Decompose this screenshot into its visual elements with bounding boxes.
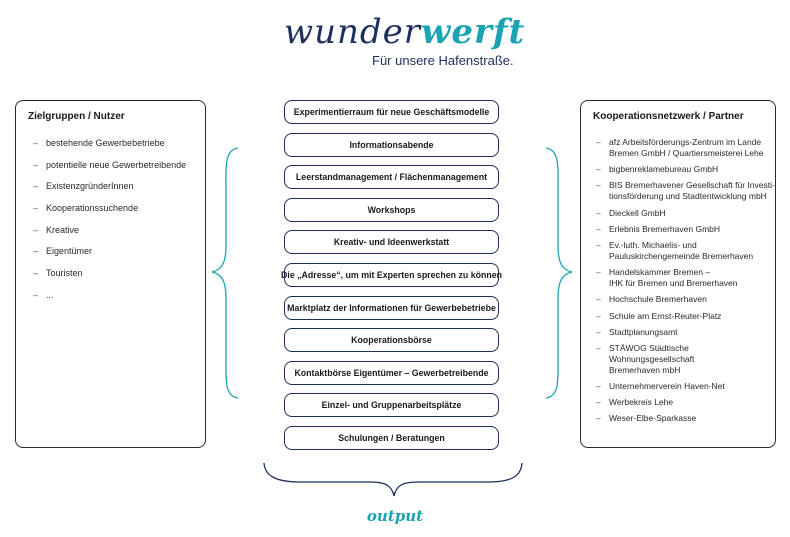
logo-wordmark: wunderwerft: [284, 10, 525, 54]
offering-item: Einzel- und Gruppenarbeitsplätze: [284, 393, 499, 418]
list-item: –Erlebnis Bremerhaven GmbH: [596, 223, 721, 234]
target-groups-title: Zielgruppen / Nutzer: [28, 111, 125, 122]
list-item: –Werbekreis Lehe: [596, 397, 674, 408]
offering-item: Informationsabende: [284, 132, 499, 157]
list-item: –Eigentümer: [33, 246, 93, 257]
list-item: –afz Arbeitsförderungs-Zentrum im Lande …: [596, 137, 764, 158]
list-item: –bestehende Gewerbebetriebe: [33, 138, 165, 148]
list-item: –Weser-Elbe-Sparkasse: [596, 413, 697, 424]
offering-item: Kreativ- und Ideenwerkstatt: [284, 230, 499, 255]
target-groups-box: Zielgruppen / Nutzer –bestehende Gewerbe…: [15, 100, 206, 448]
list-item: –potentielle neue Gewerbetreibende: [33, 159, 187, 170]
list-item: –Dieckell GmbH: [596, 207, 666, 218]
partner-network-title: Kooperationsnetzwerk / Partner: [593, 111, 744, 122]
partner-network-list: –afz Arbeitsförderungs-Zentrum im Lande …: [596, 137, 775, 430]
target-groups-list: –bestehende Gewerbebetriebe –potentielle…: [33, 138, 186, 312]
right-curly-bracket: [545, 147, 573, 399]
bottom-curly-bracket: [263, 462, 523, 497]
list-item: –ExistenzgründerInnen: [33, 181, 134, 192]
logo-tagline: Für unsere Hafenstraße.: [372, 53, 514, 68]
list-item: –BIS Bremerhavener Gesellschaft für Inve…: [596, 180, 775, 202]
offering-item: Die „Adresse“, um mit Experten sprechen …: [281, 263, 502, 287]
logo-word-werft: werft: [421, 12, 526, 52]
list-item: –Handelskammer Bremen – IHK für Bremen u…: [596, 267, 738, 289]
list-item: –Kooperationssuchende: [33, 203, 139, 214]
list-item: –...: [33, 289, 54, 300]
list-item: –bigbenreklamebureau GmbH: [596, 164, 719, 175]
list-item: –Unternehmerverein Haven-Net: [596, 381, 725, 392]
offering-item: Marktplatz der Informationen für Gewerbe…: [284, 295, 499, 320]
left-curly-bracket: [211, 147, 239, 399]
list-item: –Hochschule Bremerhaven: [596, 294, 707, 305]
list-item: –Ev.-luth. Michaelis- und Pauluskircheng…: [596, 239, 754, 261]
list-item: –Touristen: [33, 268, 83, 279]
partner-network-box: Kooperationsnetzwerk / Partner –afz Arbe…: [580, 100, 776, 448]
offering-item: Leerstandmanagement / Flächenmanagement: [284, 165, 499, 190]
list-item: –STÄWOG Städtische Wohnungsgesellschaft …: [596, 342, 695, 375]
offering-item: Kooperationsbörse: [284, 328, 499, 353]
output-label: output: [366, 507, 424, 525]
offering-item: Schulungen / Beratungen: [284, 426, 499, 450]
offering-item: Experimentierraum für neue Geschäftsmode…: [284, 100, 499, 124]
list-item: –Schule am Ernst-Reuter-Platz: [596, 310, 722, 321]
offering-item: Workshops: [284, 197, 499, 222]
logo-word-wunder: wunder: [284, 12, 422, 52]
list-item: –Kreative: [33, 224, 80, 235]
list-item: –Stadtplanungsamt: [596, 326, 678, 337]
offering-item: Kontaktbörse Eigentümer – Gewerbetreiben…: [284, 360, 499, 385]
